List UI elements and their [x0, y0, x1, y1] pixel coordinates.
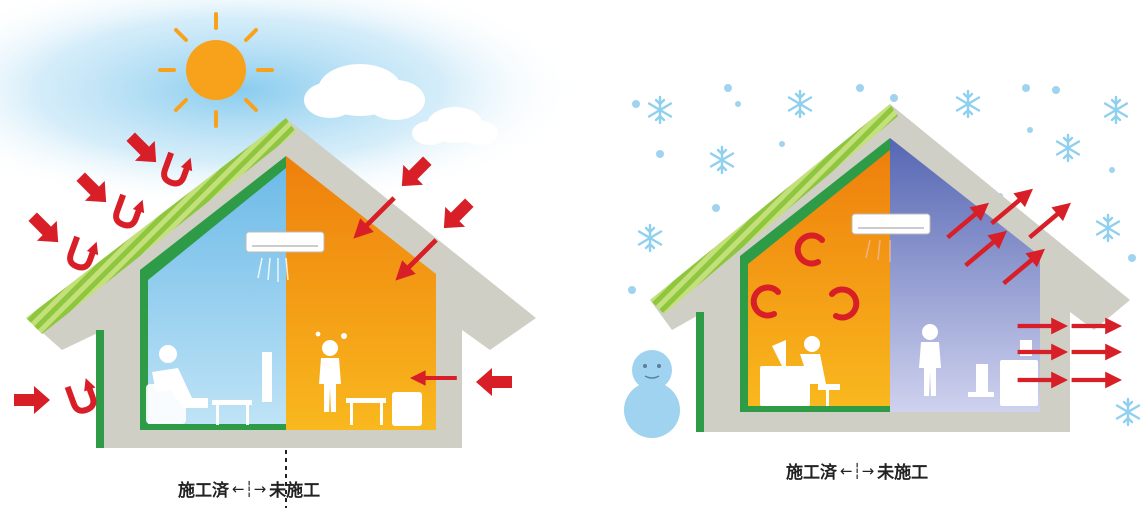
winter-house — [650, 104, 1130, 432]
caption-insulated: 施工済 — [178, 481, 229, 501]
person-icon — [760, 336, 840, 406]
winter-scene — [624, 84, 1141, 438]
person-icon — [315, 331, 347, 412]
caption-insulated: 施工済 — [786, 463, 837, 483]
air-conditioner-icon — [245, 231, 325, 282]
summer-house — [26, 118, 536, 448]
caption-uninsulated: 未施工 — [269, 481, 321, 501]
summer-scene — [0, 0, 580, 508]
summer-caption: 施工済 ←┆→ 未施工 — [178, 476, 321, 502]
person-icon — [146, 345, 272, 425]
circulation-arrow-icon — [750, 232, 860, 321]
caption-divider-arrows: ←┆→ — [232, 479, 267, 498]
snowman-icon — [624, 350, 680, 438]
air-conditioner-icon — [851, 213, 931, 262]
cloud-icon — [304, 64, 498, 145]
table-icon — [346, 392, 422, 426]
caption-uninsulated: 未施工 — [877, 463, 929, 483]
sun-icon — [158, 12, 274, 128]
caption-divider-arrows: ←┆→ — [840, 461, 875, 480]
winter-caption: 施工済 ←┆→ 未施工 — [786, 458, 929, 484]
